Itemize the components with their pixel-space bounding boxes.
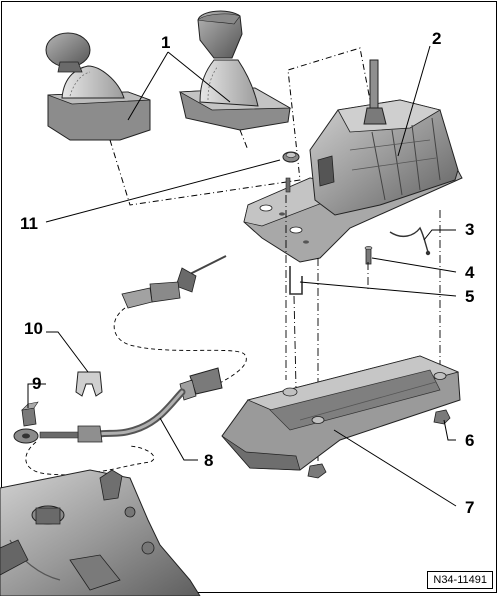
selector-cable-upper bbox=[121, 255, 227, 309]
cable-route-dashed bbox=[113, 307, 247, 387]
cable-clamp bbox=[75, 371, 103, 397]
callout-label-9: 9 bbox=[32, 374, 42, 393]
callout-label-8: 8 bbox=[204, 451, 214, 470]
figure-id-box: N34-11491 bbox=[427, 570, 493, 589]
callout-label-4: 4 bbox=[465, 263, 475, 282]
callout-label-5: 5 bbox=[465, 287, 475, 306]
shift-knob-with-boot-right bbox=[178, 10, 292, 131]
cable-end-clip bbox=[21, 401, 39, 427]
hex-nut-bottom bbox=[307, 463, 327, 479]
callout-label-1: 1 bbox=[161, 33, 171, 52]
spring-wire bbox=[389, 226, 431, 256]
locking-pin bbox=[364, 246, 373, 265]
selector-mechanism bbox=[243, 59, 463, 263]
selector-cable-lower bbox=[13, 367, 223, 444]
callout-label-7: 7 bbox=[465, 498, 475, 517]
retaining-clip bbox=[289, 266, 303, 295]
callout-label-10: 10 bbox=[24, 319, 43, 338]
shift-knob-with-boot-left bbox=[45, 32, 151, 141]
callout-label-11: 11 bbox=[20, 214, 38, 233]
callout-label-6: 6 bbox=[465, 431, 475, 450]
callout-label-2: 2 bbox=[432, 29, 442, 48]
leader-lines bbox=[27, 45, 457, 507]
callout-label-3: 3 bbox=[465, 220, 475, 239]
grommet bbox=[282, 151, 300, 163]
gearbox-housing bbox=[0, 469, 201, 596]
cable-end-route-dashed bbox=[25, 441, 155, 476]
hex-nut-right bbox=[433, 409, 451, 425]
selector-housing-lower bbox=[221, 355, 461, 471]
assembly-dash-link bbox=[109, 47, 371, 206]
